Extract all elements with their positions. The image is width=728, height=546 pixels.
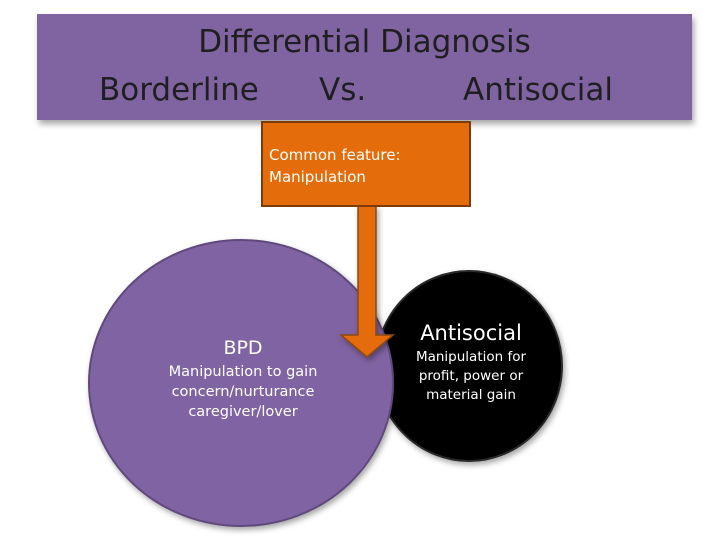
- common-feature-value: Manipulation: [269, 168, 366, 186]
- bpd-description-line: Manipulation to gain: [168, 364, 318, 380]
- antisocial-text-block: Antisocial Manipulation for profit, powe…: [396, 318, 546, 405]
- title-banner: Differential Diagnosis Borderline Vs. An…: [37, 14, 692, 120]
- title-borderline: Borderline: [99, 72, 259, 108]
- bpd-description-line: concern/nurturance: [171, 384, 315, 400]
- antisocial-title: Antisocial: [420, 321, 522, 345]
- antisocial-description-line: Manipulation for: [415, 349, 527, 365]
- title-vs: Vs.: [319, 72, 367, 108]
- title-antisocial: Antisocial: [463, 72, 614, 108]
- bpd-description-line: caregiver/lover: [188, 404, 298, 420]
- title-line-2: Borderline Vs. Antisocial: [37, 70, 692, 270]
- down-arrow: [338, 205, 396, 358]
- title-line-1: Differential Diagnosis: [198, 24, 531, 60]
- antisocial-description-line: profit, power or: [418, 368, 524, 384]
- bpd-circle: [88, 239, 394, 527]
- antisocial-description-line: material gain: [426, 387, 516, 403]
- bpd-title: BPD: [223, 337, 263, 359]
- bpd-text-block: BPD Manipulation to gain concern/nurtura…: [150, 334, 336, 422]
- common-feature-box: Common feature: Manipulation: [261, 121, 471, 207]
- common-feature-label: Common feature:: [269, 146, 401, 164]
